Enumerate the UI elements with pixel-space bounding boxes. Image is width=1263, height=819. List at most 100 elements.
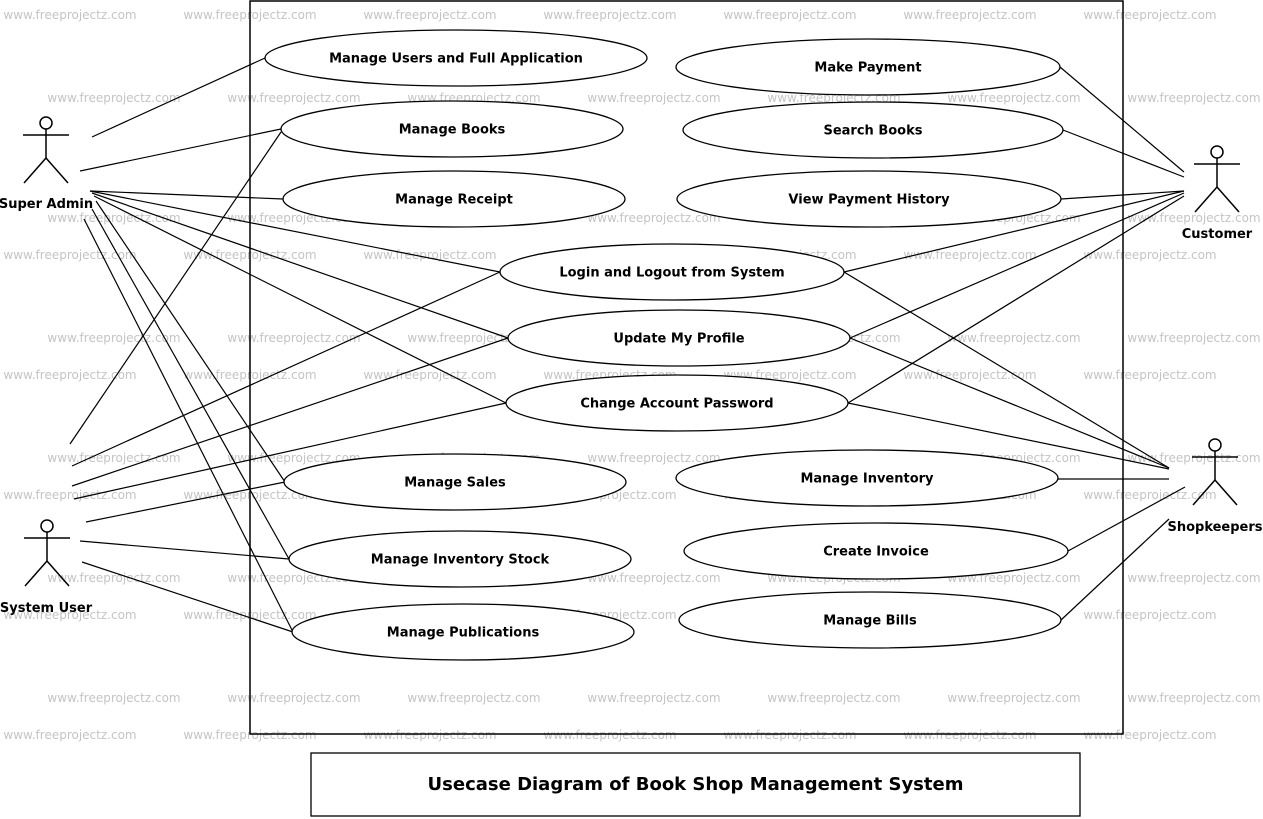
association-line xyxy=(83,218,294,633)
system-boundary xyxy=(249,0,1124,735)
association-line xyxy=(79,128,282,172)
use-cases-layer: Manage Users and Full ApplicationManage … xyxy=(264,29,1069,661)
use-case-manage-publications[interactable]: Manage Publications xyxy=(291,603,635,661)
watermark-text: www.freeprojectz.com xyxy=(227,691,360,705)
use-case-ellipse xyxy=(291,603,635,661)
watermark-text: www.freeprojectz.com xyxy=(227,451,360,465)
watermark-text: www.freeprojectz.com xyxy=(3,728,136,742)
use-case-ellipse xyxy=(282,170,626,228)
use-case-ellipse xyxy=(505,374,849,432)
use-case-manage-inventory-stock[interactable]: Manage Inventory Stock xyxy=(288,530,632,588)
use-case-manage-sales[interactable]: Manage Sales xyxy=(283,453,627,511)
association-line xyxy=(89,190,284,200)
stick-figure-icon xyxy=(23,116,69,184)
use-case-ellipse xyxy=(676,170,1062,228)
association-line xyxy=(847,402,1170,470)
use-case-label: Make Payment xyxy=(814,61,921,76)
use-case-search-books[interactable]: Search Books xyxy=(682,101,1064,159)
use-case-ellipse xyxy=(675,449,1059,507)
use-case-ellipse xyxy=(678,591,1062,649)
use-case-login-logout[interactable]: Login and Logout from System xyxy=(499,243,845,301)
watermark-text: www.freeprojectz.com xyxy=(947,331,1080,345)
use-case-ellipse xyxy=(499,243,845,301)
use-case-ellipse xyxy=(264,29,648,87)
association-line xyxy=(849,337,1170,469)
watermark-text: www.freeprojectz.com xyxy=(1127,691,1260,705)
association-line xyxy=(79,540,290,560)
watermark-text: www.freeprojectz.com xyxy=(587,451,720,465)
associations-layer xyxy=(69,57,1186,633)
watermark-text: www.freeprojectz.com xyxy=(3,608,136,622)
watermark-text: www.freeprojectz.com xyxy=(903,8,1036,22)
association-line xyxy=(69,131,282,445)
actor-super-admin[interactable]: Super Admin xyxy=(0,116,93,212)
use-case-ellipse xyxy=(283,453,627,511)
watermark-text: www.freeprojectz.com xyxy=(723,8,856,22)
use-case-make-payment[interactable]: Make Payment xyxy=(675,38,1061,96)
actor-customer[interactable]: Customer xyxy=(1182,145,1253,242)
watermark-text: www.freeprojectz.com xyxy=(543,728,676,742)
use-case-manage-books[interactable]: Manage Books xyxy=(280,100,624,158)
use-case-label: Search Books xyxy=(823,124,922,139)
association-line xyxy=(1060,190,1185,200)
association-line xyxy=(71,337,509,487)
use-case-manage-users-full-application[interactable]: Manage Users and Full Application xyxy=(264,29,648,87)
association-line xyxy=(843,190,1185,273)
use-case-ellipse xyxy=(675,38,1061,96)
watermark-text: www.freeprojectz.com xyxy=(1127,211,1260,225)
watermark-text: www.freeprojectz.com xyxy=(407,331,540,345)
association-line xyxy=(93,195,507,404)
use-case-change-account-password[interactable]: Change Account Password xyxy=(505,374,849,432)
use-case-manage-bills[interactable]: Manage Bills xyxy=(678,591,1062,649)
watermark-text: www.freeprojectz.com xyxy=(1127,451,1260,465)
use-case-update-my-profile[interactable]: Update My Profile xyxy=(507,309,851,367)
watermark-text: www.freeprojectz.com xyxy=(1083,488,1216,502)
actor-system-user[interactable]: System User xyxy=(0,519,93,616)
use-case-ellipse xyxy=(507,309,851,367)
use-case-ellipse xyxy=(288,530,632,588)
use-case-view-payment-history[interactable]: View Payment History xyxy=(676,170,1062,228)
association-line xyxy=(91,208,290,560)
watermark-text: www.freeprojectz.com xyxy=(1083,368,1216,382)
watermark-text: www.freeprojectz.com xyxy=(47,91,180,105)
association-line xyxy=(843,271,1170,469)
watermark-text: www.freeprojectz.com xyxy=(1083,248,1216,262)
association-line xyxy=(1060,518,1170,621)
watermark-text: www.freeprojectz.com xyxy=(3,8,136,22)
use-case-create-invoice[interactable]: Create Invoice xyxy=(683,522,1069,580)
watermark-text: www.freeprojectz.com xyxy=(1083,8,1216,22)
watermark-text: www.freeprojectz.com xyxy=(363,728,496,742)
watermark-text: www.freeprojectz.com xyxy=(47,571,180,585)
use-case-label: Manage Inventory Stock xyxy=(371,553,550,568)
use-case-label: Change Account Password xyxy=(580,397,773,412)
association-line xyxy=(95,200,286,483)
watermark-text: www.freeprojectz.com xyxy=(1127,91,1260,105)
watermark-text: www.freeprojectz.com xyxy=(947,91,1080,105)
watermark-text: www.freeprojectz.com xyxy=(3,488,136,502)
use-case-manage-receipt[interactable]: Manage Receipt xyxy=(282,170,626,228)
use-case-label: Manage Sales xyxy=(404,476,506,491)
use-case-label: Create Invoice xyxy=(823,545,929,560)
stick-figure-icon xyxy=(1194,145,1240,213)
watermark-text: www.freeprojectz.com xyxy=(947,691,1080,705)
use-case-label: View Payment History xyxy=(788,193,950,208)
association-line xyxy=(91,57,266,138)
actor-shopkeepers[interactable]: Shopkeepers xyxy=(1167,438,1263,535)
association-line xyxy=(89,190,501,273)
diagram-caption-box: Usecase Diagram of Book Shop Management … xyxy=(310,752,1081,817)
association-line xyxy=(847,195,1185,404)
watermark-text: www.freeprojectz.com xyxy=(47,211,180,225)
stick-figure-icon xyxy=(1192,438,1238,506)
watermark-text: www.freeprojectz.com xyxy=(587,691,720,705)
use-case-manage-inventory[interactable]: Manage Inventory xyxy=(675,449,1059,507)
watermark-text: www.freeprojectz.com xyxy=(47,691,180,705)
actor-label: Customer xyxy=(1182,227,1253,242)
watermark-text: www.freeprojectz.com xyxy=(3,368,136,382)
use-case-label: Manage Inventory xyxy=(800,472,934,487)
watermark-text: www.freeprojectz.com xyxy=(407,691,540,705)
watermark-text: www.freeprojectz.com xyxy=(363,8,496,22)
association-line xyxy=(1067,486,1186,552)
association-line xyxy=(91,192,509,339)
actor-label: Shopkeepers xyxy=(1167,520,1262,535)
